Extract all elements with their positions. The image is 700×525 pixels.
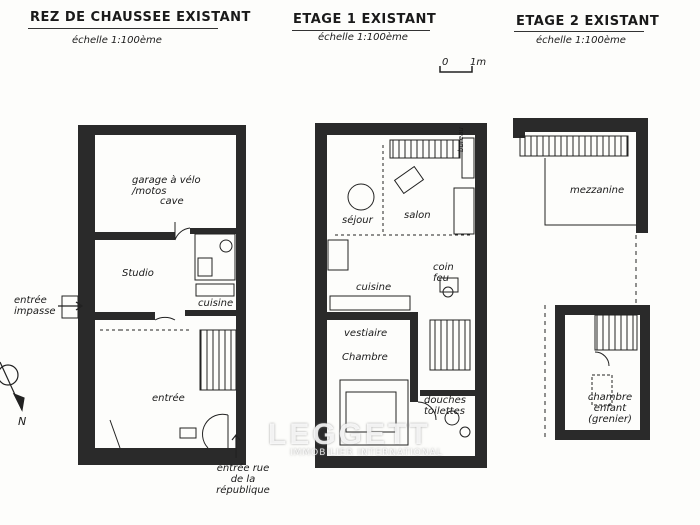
scale-bar bbox=[439, 66, 473, 73]
north-label: N bbox=[18, 415, 27, 428]
plan-title-ground: REZ DE CHAUSSEE EXISTANT bbox=[30, 10, 251, 25]
room-label-mezzanine: mezzanine bbox=[570, 185, 625, 196]
ground-floor-plan bbox=[61, 125, 246, 465]
room-label-chambre: Chambre bbox=[342, 352, 388, 363]
room-label-douches: douches toilettes bbox=[424, 395, 467, 417]
room-label-garage: garage à vélo /motos bbox=[132, 175, 201, 197]
plan-title-first: ETAGE 1 EXISTANT bbox=[293, 12, 437, 27]
room-label-coin-feu: coin feu bbox=[433, 262, 454, 284]
first-floor-plan bbox=[315, 123, 487, 468]
plan-scale-second: échelle 1:100ème bbox=[536, 35, 626, 46]
label-entree-impasse: entrée impasse bbox=[14, 295, 56, 317]
second-floor-plan bbox=[513, 118, 650, 440]
label-entree-rue: entrée rue de la république bbox=[216, 463, 270, 496]
title-underline bbox=[28, 28, 218, 29]
scale-bar-start: 0 bbox=[442, 57, 449, 68]
second-floor-details bbox=[519, 135, 638, 440]
room-label-cuisine-rdc: cuisine bbox=[198, 298, 234, 309]
first-floor-details bbox=[327, 137, 475, 446]
watermark-logo: LEGGETT bbox=[268, 418, 431, 451]
ground-floor-details bbox=[100, 222, 237, 449]
room-label-entree: entrée bbox=[152, 393, 185, 404]
title-underline bbox=[292, 30, 430, 31]
room-label-cuisine-e1: cuisine bbox=[356, 282, 392, 293]
room-label-vestiaire: vestiaire bbox=[344, 328, 388, 339]
watermark: LEGGETT IMMOBILIER INTERNATIONAL bbox=[268, 418, 442, 458]
room-label-chambre-enfant: chambre enfant (grenier) bbox=[587, 392, 633, 425]
room-label-sejour: séjour bbox=[342, 215, 373, 226]
room-label-cave: cave bbox=[160, 196, 184, 207]
north-arrow bbox=[0, 361, 25, 412]
room-label-studio: Studio bbox=[122, 268, 154, 279]
room-label-bureau: bureau bbox=[457, 127, 465, 152]
watermark-tagline: IMMOBILIER INTERNATIONAL bbox=[290, 448, 443, 458]
plan-scale-first: échelle 1:100ème bbox=[318, 32, 408, 43]
room-label-salon: salon bbox=[404, 210, 431, 221]
plan-scale-ground: échelle 1:100ème bbox=[72, 35, 162, 46]
scale-bar-end: 1m bbox=[470, 57, 487, 68]
plan-title-second: ETAGE 2 EXISTANT bbox=[516, 14, 660, 29]
entry-arrows bbox=[58, 301, 241, 458]
title-underline bbox=[514, 31, 644, 32]
